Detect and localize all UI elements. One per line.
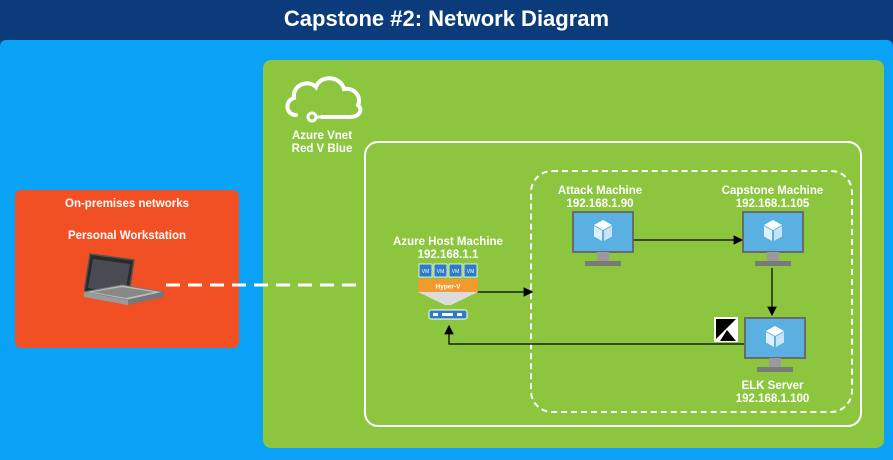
hyper-v-icon: VM VM VM VM Hyper-V [418, 263, 478, 320]
attack-name: Attack Machine [557, 185, 643, 197]
vm-block-2 [433, 263, 448, 278]
onprem-subtitle: Personal Workstation [67, 230, 186, 242]
capstone-ip: 192.168.1.105 [735, 198, 810, 210]
vm-label-4: VM [467, 269, 475, 275]
hyper-v-label: Hyper-V [436, 284, 462, 291]
host-ip: 192.168.1.1 [417, 249, 479, 261]
header-bar [0, 0, 893, 40]
vm-label-3: VM [452, 269, 460, 275]
host-name: Azure Host Machine [393, 236, 503, 248]
cloud-icon [285, 76, 363, 123]
vm-block-1 [418, 263, 433, 278]
vm-block-4 [463, 263, 478, 278]
onprem-network-box: On-premises networks Personal Workstatio… [15, 190, 239, 348]
onprem-title: On-premises networks [65, 198, 189, 210]
attack-monitor-icon [572, 211, 634, 266]
elk-ip: 192.168.1.100 [735, 393, 810, 405]
vm-block-3 [448, 263, 463, 278]
elk-monitor-icon [744, 317, 806, 372]
subnet-box [364, 141, 862, 427]
azure-vnet-area [263, 60, 884, 448]
capstone-monitor-icon [742, 211, 804, 266]
vnet-label-line1: Azure Vnet [291, 130, 353, 142]
capstone-name: Capstone Machine [721, 185, 824, 197]
vnet-label-line2: Red V Blue [291, 143, 353, 155]
laptop-icon [84, 253, 165, 305]
elk-name: ELK Server [741, 380, 804, 392]
page-title: Capstone #2: Network Diagram [283, 6, 610, 31]
attack-ip: 192.168.1.90 [566, 198, 634, 210]
vm-label-2: VM [437, 269, 445, 275]
vm-label-1: VM [422, 269, 430, 275]
kibana-logo-icon [714, 317, 738, 342]
elk-to-host-arrow [444, 324, 745, 345]
